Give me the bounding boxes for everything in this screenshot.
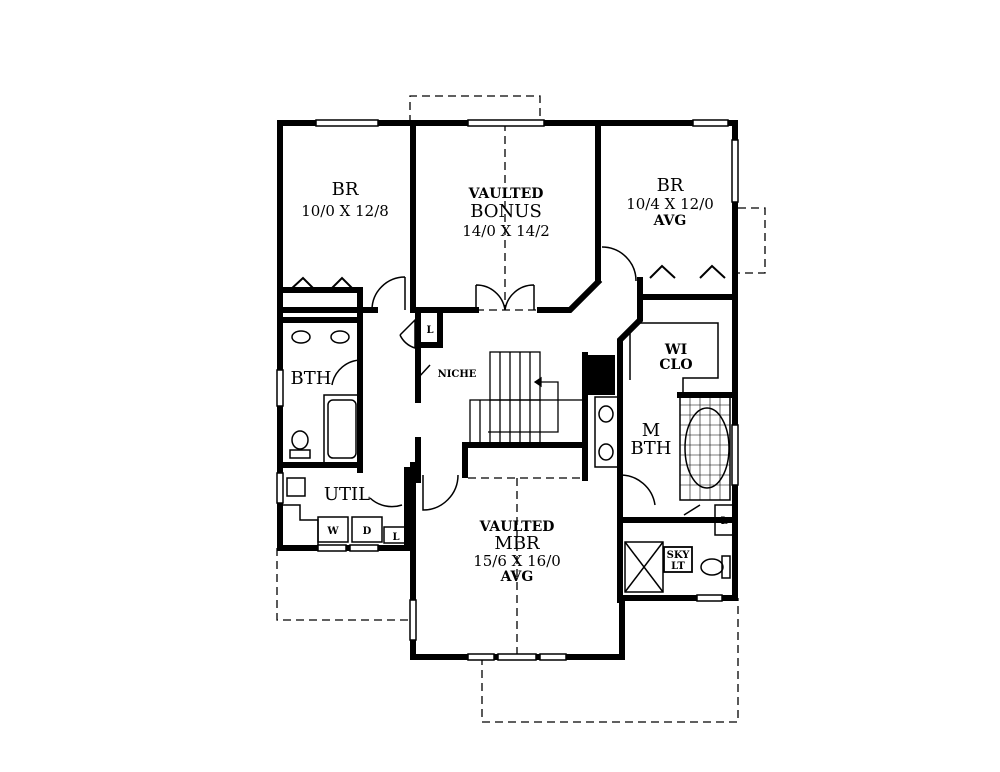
- chimney-column: [585, 355, 615, 395]
- room-name-br-right: BR: [657, 175, 684, 196]
- fixtures: [283, 311, 734, 593]
- washer-label: W: [326, 526, 339, 537]
- sink-icon: [330, 330, 350, 344]
- room-name-br-left: BR: [332, 179, 359, 200]
- room-note-br-right: AVG: [653, 213, 687, 229]
- windows: [276, 119, 739, 661]
- niche-label: NICHE: [438, 369, 477, 380]
- oval-tub-icon: [684, 407, 730, 489]
- room-name-util: UTIL: [324, 484, 370, 505]
- toilet-icon: [700, 558, 724, 576]
- wi-clo-line2: CLO: [659, 357, 692, 373]
- room-vault-bonus: VAULTED: [468, 186, 544, 202]
- room-size-br-right: 10/4 X 12/0: [626, 195, 714, 213]
- linen-label-mbth: L: [720, 516, 727, 527]
- skylight-label-2: LT: [671, 561, 685, 572]
- room-note-mbr: AVG: [500, 569, 534, 585]
- bathtub-icon: [323, 394, 361, 464]
- m-bth-line2: BTH: [631, 438, 672, 459]
- skylight-label-1: SKY: [667, 550, 691, 561]
- washer-icon: [317, 516, 349, 543]
- skylight: [663, 546, 693, 573]
- doors: [331, 246, 701, 516]
- sink-icon: [598, 443, 614, 461]
- room-size-bonus: 14/0 X 14/2: [462, 222, 550, 240]
- sink-icon: [291, 330, 311, 344]
- room-vault-mbr: VAULTED: [479, 519, 555, 535]
- room-name-mbr: MBR: [494, 533, 540, 554]
- room-size-br-left: 10/0 X 12/8: [301, 202, 389, 220]
- tile-hatch: [680, 395, 730, 500]
- utility-sink-icon: [286, 477, 306, 497]
- shower-icon: [624, 541, 664, 593]
- room-size-mbr: 15/6 X 16/0: [473, 552, 561, 570]
- dryer-label: D: [363, 526, 372, 537]
- linen-label-top: L: [426, 325, 433, 336]
- sink-icon: [598, 405, 614, 423]
- room-name-bth: BTH: [291, 368, 332, 389]
- toilet-icon: [291, 430, 309, 450]
- bifold-doors: [289, 264, 726, 291]
- stairs[interactable]: [469, 351, 586, 446]
- linen-label-util: L: [392, 532, 399, 543]
- wi-clo-line1: WI: [664, 342, 687, 358]
- tub-deck: [679, 394, 731, 501]
- m-bth-line1: M: [642, 420, 660, 441]
- dryer-icon: [351, 516, 383, 543]
- room-name-bonus: BONUS: [470, 201, 542, 222]
- dashed-outlines: [276, 95, 766, 723]
